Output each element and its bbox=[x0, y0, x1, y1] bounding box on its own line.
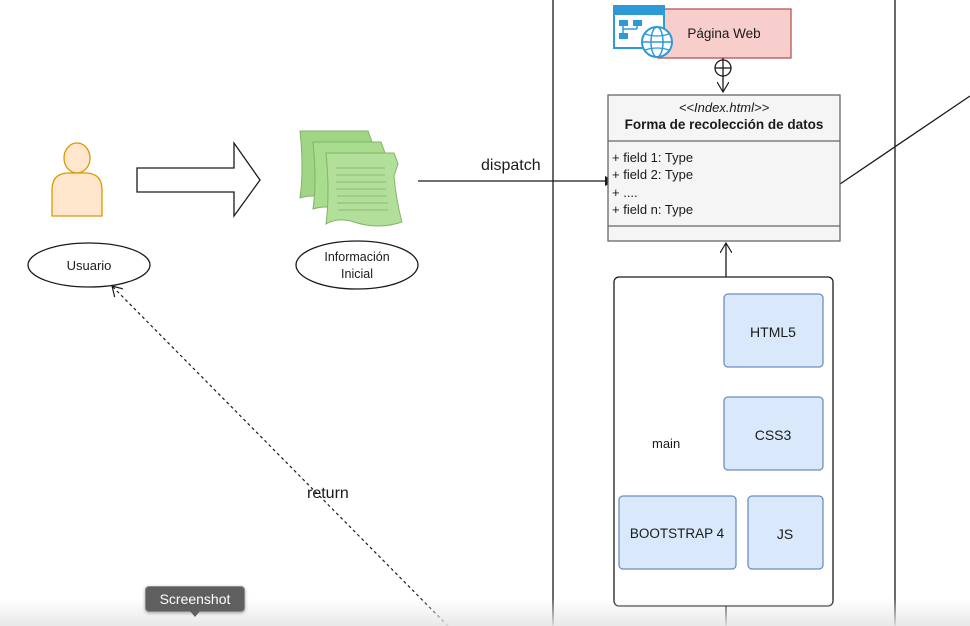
documents-stack-icon[interactable] bbox=[299, 130, 403, 227]
class-stereotype: <<Index.html>> bbox=[678, 100, 770, 115]
pagina-web-box[interactable] bbox=[657, 8, 792, 59]
form-class-box[interactable] bbox=[607, 94, 841, 242]
css3-label: CSS3 bbox=[754, 427, 792, 443]
tooltip-pointer bbox=[190, 611, 200, 617]
association-line bbox=[839, 95, 970, 185]
js-box[interactable] bbox=[747, 495, 824, 570]
informacion-ellipse[interactable] bbox=[295, 240, 419, 290]
informacion-label-line1: Información bbox=[324, 250, 390, 264]
class-field: + .... bbox=[612, 185, 638, 200]
css3-box[interactable] bbox=[723, 396, 824, 471]
class-field: + field n: Type bbox=[612, 202, 694, 217]
class-title: Forma de recolección de datos bbox=[624, 117, 824, 132]
js-label: JS bbox=[776, 526, 794, 542]
dispatch-label: dispatch bbox=[481, 157, 541, 174]
return-label: return bbox=[307, 485, 349, 502]
main-label: main bbox=[652, 436, 681, 451]
containment-connector bbox=[714, 58, 732, 92]
pagina-web-label: Página Web bbox=[687, 26, 761, 41]
flow-arrow-icon bbox=[136, 140, 261, 219]
bootstrap-box[interactable] bbox=[618, 495, 737, 570]
class-field: + field 1: Type bbox=[612, 150, 694, 165]
informacion-label-line2: Inicial bbox=[341, 267, 373, 281]
html5-box[interactable] bbox=[723, 293, 824, 368]
bootstrap-label: BOOTSTRAP 4 bbox=[629, 526, 725, 541]
usuario-label: Usuario bbox=[66, 258, 112, 273]
return-arrow bbox=[112, 286, 449, 626]
class-field: + field 2: Type bbox=[612, 167, 694, 182]
usuario-ellipse[interactable] bbox=[27, 242, 151, 288]
web-page-icon bbox=[613, 5, 673, 58]
html5-label: HTML5 bbox=[750, 324, 796, 340]
user-actor-icon[interactable] bbox=[51, 142, 103, 217]
screenshot-tooltip: Screenshot bbox=[145, 586, 245, 612]
